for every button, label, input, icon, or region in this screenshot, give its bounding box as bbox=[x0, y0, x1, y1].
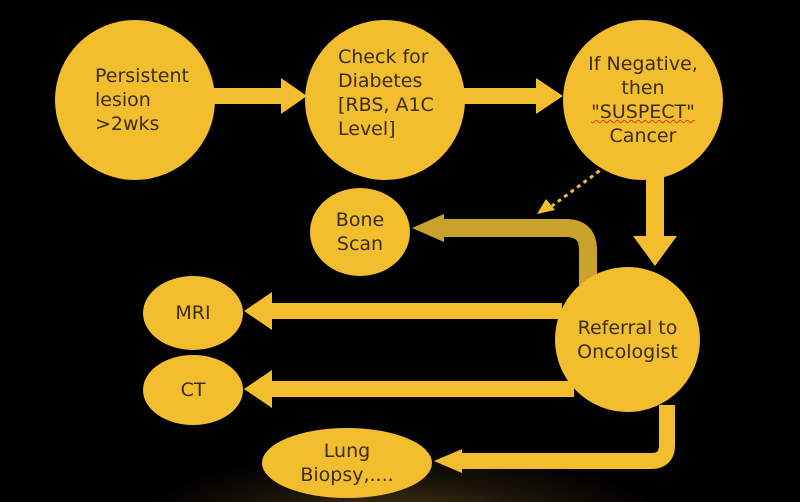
node-text-line: If Negative, bbox=[588, 53, 698, 75]
node-text-line: lesion bbox=[95, 89, 151, 111]
node-text-line: then bbox=[621, 77, 665, 99]
node-text-line: Scan bbox=[336, 233, 384, 255]
node-text-line: MRI bbox=[175, 302, 211, 324]
arrow-dotted-suspect-to-bone-scan bbox=[537, 164, 607, 214]
node-text-line: Biopsy,.... bbox=[300, 464, 394, 486]
arrow-lesion-to-diabetes bbox=[213, 78, 307, 114]
node-text-line: Referral to bbox=[577, 316, 678, 339]
node-text-line: Check for bbox=[338, 46, 429, 68]
node-mri: MRI bbox=[143, 276, 243, 350]
arrow-suspect-to-referral bbox=[633, 170, 677, 266]
node-suspect-cancer: If Negative, then "SUSPECT" Cancer bbox=[563, 20, 723, 180]
node-text-line: Lung bbox=[323, 440, 371, 462]
arrow-referral-to-ct bbox=[244, 370, 574, 408]
arrow-referral-to-bone-scan bbox=[412, 214, 597, 285]
node-referral-oncologist: Referral to Oncologist bbox=[555, 267, 700, 412]
node-text-line: Oncologist bbox=[577, 340, 678, 363]
suspect-emphasis-text: "SUSPECT" bbox=[591, 101, 695, 123]
node-text-line: CT bbox=[180, 379, 206, 401]
arrow-diabetes-to-suspect bbox=[462, 78, 563, 114]
node-lung-biopsy: Lung Biopsy,.... bbox=[262, 428, 432, 498]
node-persistent-lesion: Persistent lesion >2wks bbox=[55, 20, 215, 180]
node-text-line: Bone bbox=[335, 209, 385, 231]
node-bone-scan: Bone Scan bbox=[310, 188, 410, 276]
node-text-line: [RBS, A1C bbox=[338, 94, 434, 116]
node-text-line: Persistent bbox=[95, 65, 189, 87]
node-text-line: >2wks bbox=[95, 113, 160, 135]
node-check-diabetes: Check for Diabetes [RBS, A1C Level] bbox=[305, 20, 465, 180]
arrow-referral-to-mri bbox=[244, 292, 562, 330]
node-ct: CT bbox=[143, 355, 243, 425]
node-text-line: Cancer bbox=[609, 125, 677, 147]
node-text-line: Diabetes bbox=[338, 70, 423, 92]
node-text-line: Level] bbox=[338, 118, 396, 140]
arrow-referral-to-lung-biopsy bbox=[434, 405, 675, 473]
